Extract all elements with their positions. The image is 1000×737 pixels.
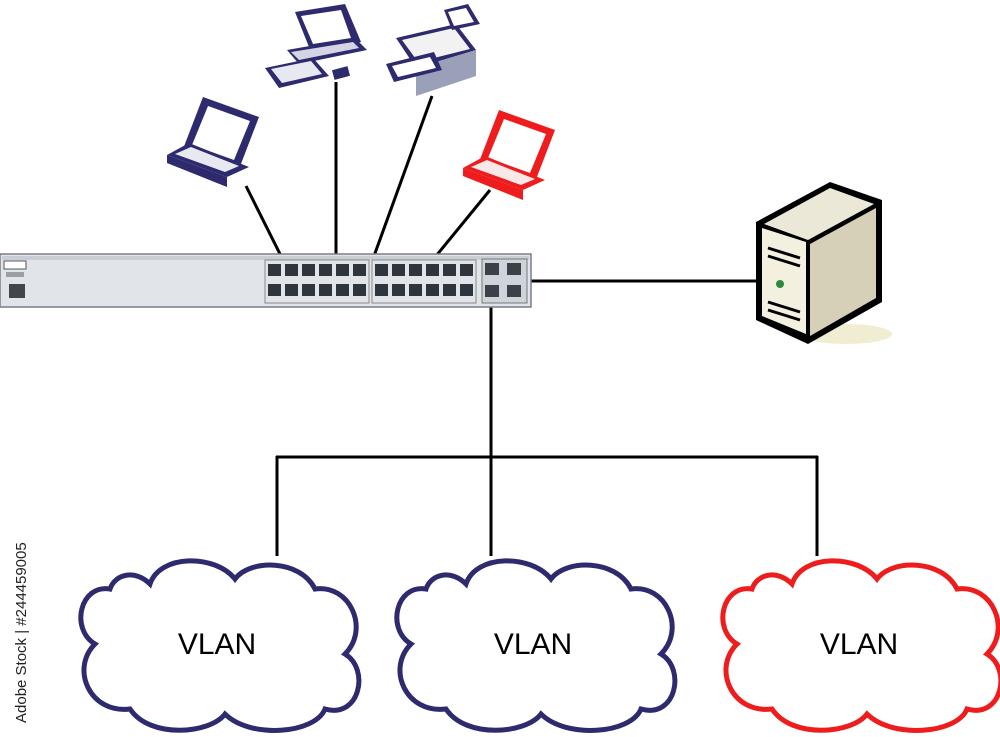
switch-port [443,264,456,276]
network-switch-icon [0,253,532,308]
switch-port [375,284,388,296]
switch-port-array [264,259,477,304]
vlan-cloud[interactable]: VLAN [394,558,678,733]
vlan-cloud[interactable]: VLAN [78,558,362,733]
switch-port [426,264,439,276]
switch-port [460,284,473,296]
switch-port [319,264,332,276]
vlan-cloud[interactable]: VLAN [720,558,1000,733]
watermark: Adobe Stock | #244459005 [13,542,30,723]
vlan-label: VLAN [178,628,256,661]
server-tower-icon[interactable] [756,182,892,344]
switch-port [268,284,281,296]
switch-port [285,264,298,276]
switch-port [353,284,366,296]
switch-port-panel [264,259,370,304]
switch-port [268,264,281,276]
switch-port [319,284,332,296]
link-laptop2-switch [434,189,492,257]
watermark-text: Adobe Stock | #244459005 [13,542,30,723]
switch-port [302,264,315,276]
link-laptop1-switch [244,185,283,257]
switch-port [392,264,405,276]
vlan-label: VLAN [494,628,572,661]
switch-port-panel [371,259,477,304]
laptop-icon[interactable] [167,97,259,187]
switch-port [392,284,405,296]
switch-port [409,284,422,296]
switch-port [336,264,349,276]
desktop-computer-icon[interactable] [265,4,367,88]
switch-port [426,284,439,296]
switch-port [336,284,349,296]
printer-icon[interactable] [386,4,480,96]
switch-port [353,264,366,276]
link-printer-switch [372,95,434,257]
connections [244,82,819,556]
laptop-icon[interactable] [463,110,555,200]
vlan-clouds: VLAN VLAN VLAN [78,558,1000,733]
switch-port [285,284,298,296]
vlan-label: VLAN [820,628,898,661]
switch-port [375,264,388,276]
switch-port [443,284,456,296]
switch-port [460,264,473,276]
switch-port [302,284,315,296]
switch-port [409,264,422,276]
